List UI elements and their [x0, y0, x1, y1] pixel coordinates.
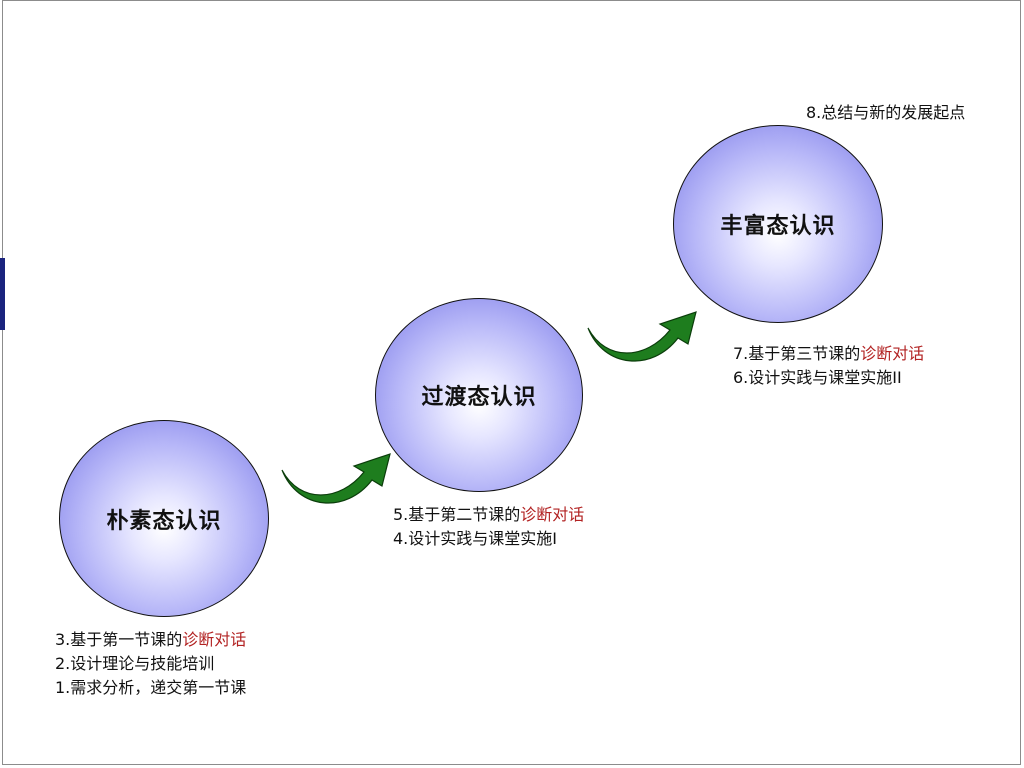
step-item: 5.基于第二节课的诊断对话 [393, 505, 585, 524]
stage-transitional-understanding: 过渡态认识 [375, 298, 583, 492]
stage-label: 丰富态认识 [720, 214, 836, 239]
step-item: 1.需求分析，递交第一节课 [55, 678, 247, 697]
stage3-steps: 7.基于第三节课的诊断对话 6.设计实践与课堂实施II [733, 342, 924, 390]
step-item: 6.设计实践与课堂实施II [733, 368, 902, 387]
stage-label: 朴素态认识 [106, 508, 222, 534]
step-item: 7.基于第三节课的诊断对话 [733, 344, 925, 363]
step-item: 4.设计实践与课堂实施I [393, 529, 557, 548]
diagnostic-dialogue-highlight: 诊断对话 [860, 344, 925, 363]
diagnostic-dialogue-highlight: 诊断对话 [520, 505, 585, 524]
curved-arrow-icon [281, 453, 391, 504]
diagnostic-dialogue-highlight: 诊断对话 [182, 630, 247, 649]
stage-label: 过渡态认识 [421, 385, 537, 410]
stage-rich-understanding: 丰富态认识 [673, 125, 883, 323]
step-item: 3.基于第一节课的诊断对话 [55, 630, 247, 649]
step-item: 2.设计理论与技能培训 [55, 654, 215, 673]
stage2-steps: 5.基于第二节课的诊断对话 4.设计实践与课堂实施I [393, 503, 584, 551]
stage1-steps: 3.基于第一节课的诊断对话 2.设计理论与技能培训 1.需求分析，递交第一节课 [55, 628, 246, 700]
edge-tab [0, 258, 5, 330]
final-step: 8.总结与新的发展起点 [806, 103, 966, 122]
stage-naive-understanding: 朴素态认识 [59, 420, 269, 617]
curved-arrow-icon [587, 311, 697, 362]
